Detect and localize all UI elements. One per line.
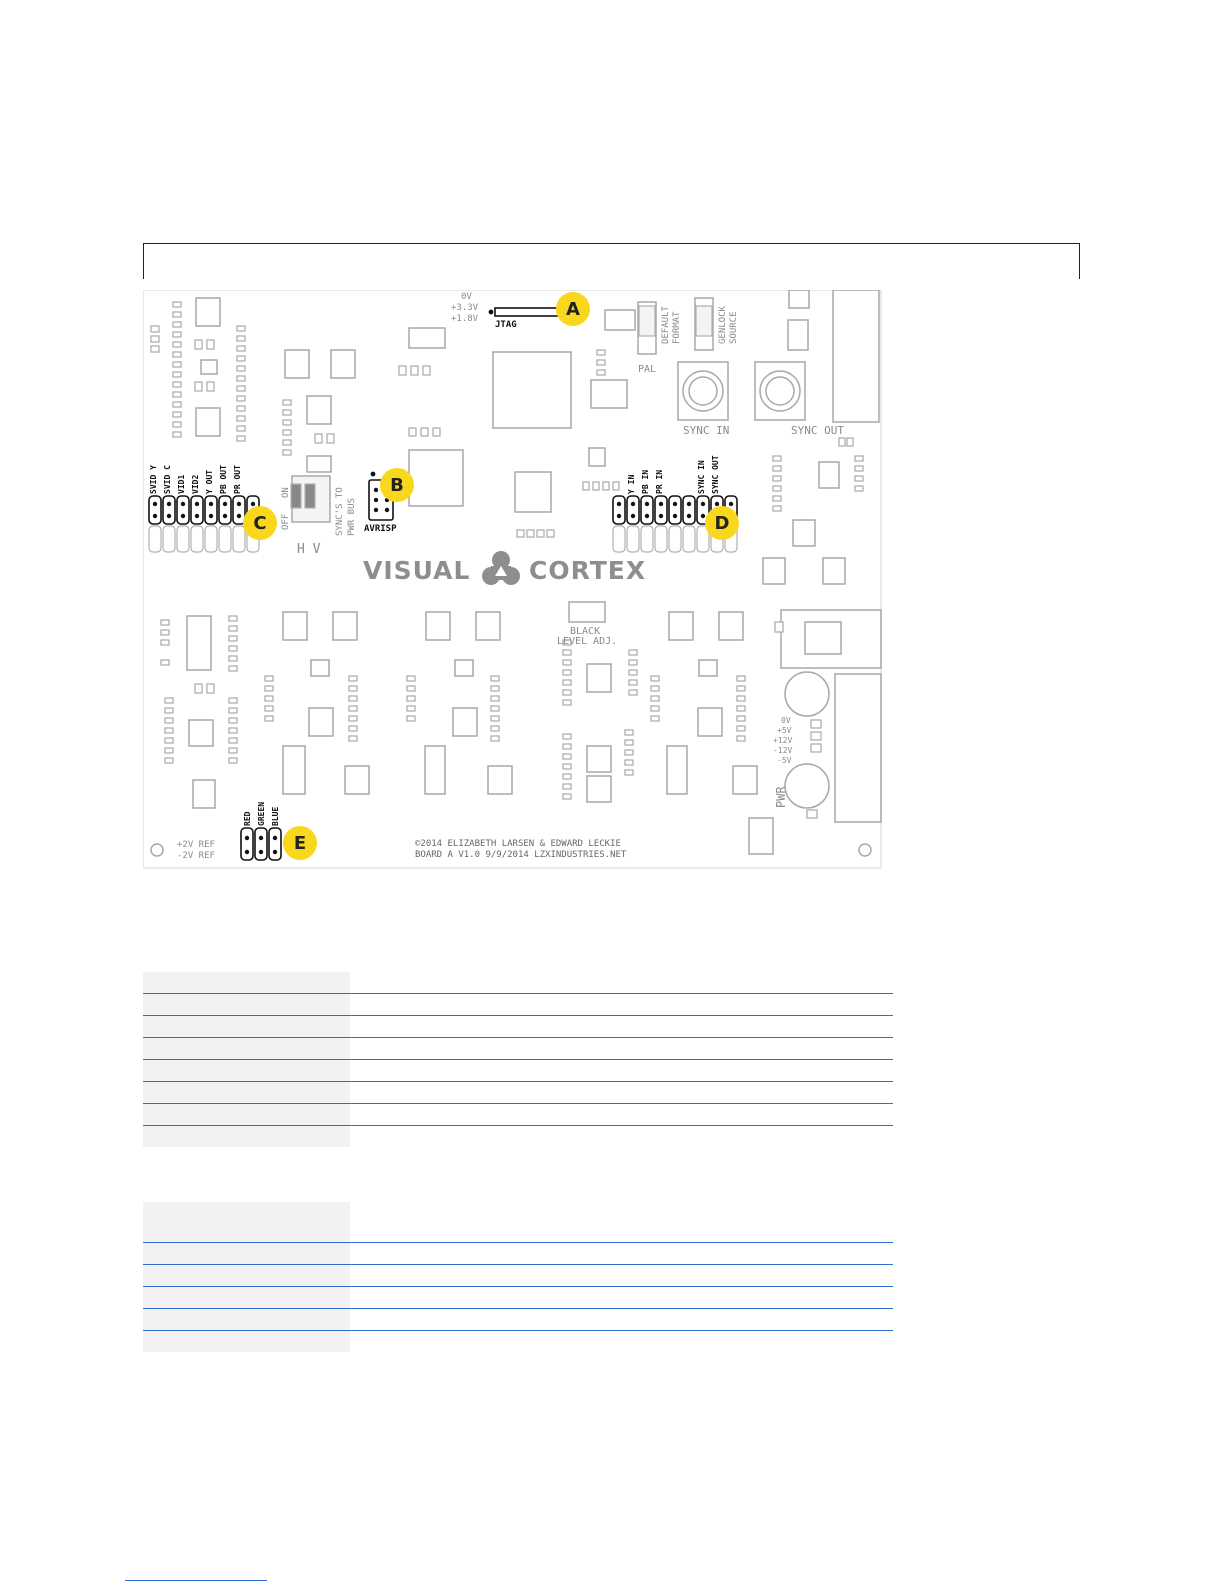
rail-minus12v: -12V: [773, 746, 793, 755]
jtag-voltage-3v3: +3.3V: [451, 303, 479, 313]
table-row: [143, 1060, 893, 1082]
pal-label: PAL: [638, 364, 657, 375]
pin-y-out: Y OUT: [205, 469, 214, 494]
table-row: [143, 1126, 893, 1147]
table-row: [143, 1082, 893, 1104]
rail-12v: +12V: [773, 736, 793, 745]
pin-vid2: VID2: [191, 474, 200, 494]
pin-vid1: VID1: [177, 474, 186, 494]
logo-text-visual: VISUAL: [363, 556, 471, 585]
pin-sync-out: SYNC OUT: [711, 455, 720, 494]
logo-text-cortex: CORTEX: [529, 556, 647, 585]
jtag-voltage-1v8: +1.8V: [451, 314, 479, 324]
table-row: [143, 1038, 893, 1060]
pcb-drawing: [143, 290, 882, 869]
pwr-label: PWR: [774, 786, 788, 808]
rail-5v: +5V: [777, 726, 792, 735]
sync-out-label: SYNC OUT: [791, 424, 844, 437]
table-row: [143, 1243, 893, 1265]
genlock-label: GENLOCK: [718, 306, 728, 344]
table-row: [143, 1202, 893, 1243]
pin-sync-in: SYNC IN: [697, 460, 706, 494]
callout-d: D: [705, 506, 739, 540]
pin-svid-c: SVID C: [163, 465, 172, 494]
pin-pb-out: PB OUT: [219, 465, 228, 494]
callout-c: C: [243, 506, 277, 540]
pin-svid-y: SVID Y: [149, 465, 158, 494]
table-row: [143, 1309, 893, 1331]
sync-in-label: SYNC IN: [683, 424, 730, 437]
rail-0v: 0V: [781, 716, 791, 725]
format-label: FORMAT: [672, 311, 682, 344]
pin-blue: BLUE: [271, 806, 280, 826]
pwr-bus-label: PWR BUS: [347, 498, 357, 536]
pin-red: RED: [243, 811, 252, 826]
callout-e: E: [283, 826, 317, 860]
table-row: [143, 1287, 893, 1309]
board-version-text: BOARD A V1.0 9/9/2014 LZXINDUSTRIES.NET: [415, 850, 627, 860]
table-row: [143, 994, 893, 1016]
jtag-label: JTAG: [495, 320, 517, 330]
table-1: [143, 972, 893, 1147]
hv-label: H V: [297, 542, 321, 557]
jtag-voltage-0v: 0V: [461, 292, 472, 302]
pin-pr-in: PR IN: [655, 469, 664, 494]
callout-b: B: [380, 468, 414, 502]
level-adj-label: LEVEL ADJ.: [557, 636, 618, 647]
table-row: [143, 972, 893, 994]
pin-pr-out: PR OUT: [233, 465, 242, 494]
rail-minus5v: -5V: [777, 756, 792, 765]
table-2: [143, 1202, 893, 1352]
callout-a: A: [556, 292, 590, 326]
footnote-rule: [125, 1580, 267, 1581]
table-row: [143, 1331, 893, 1352]
black-label: BLACK: [570, 626, 601, 637]
table-row: [143, 1104, 893, 1126]
table-row: [143, 1265, 893, 1287]
pcb-diagram: A B C D E JTAG 0V +3.3V +1.8V AVRISP ON …: [143, 290, 888, 872]
ref-plus-label: +2V REF: [177, 840, 215, 850]
section-frame: [143, 243, 1080, 279]
pin-green: GREEN: [257, 801, 266, 826]
syncs-to-label: SYNC'S TO: [335, 487, 345, 536]
copyright-text: ©2014 ELIZABETH LARSEN & EDWARD LECKIE: [415, 839, 621, 849]
ref-minus-label: -2V REF: [177, 851, 215, 861]
table-row: [143, 1016, 893, 1038]
pin-y-in: Y IN: [627, 474, 636, 494]
off-label: OFF: [281, 513, 291, 530]
on-label: ON: [281, 487, 291, 498]
pin-pb-in: PB IN: [641, 469, 650, 494]
avrisp-label: AVRISP: [364, 524, 397, 534]
default-label: DEFAULT: [661, 306, 671, 344]
source-label: SOURCE: [729, 311, 739, 344]
